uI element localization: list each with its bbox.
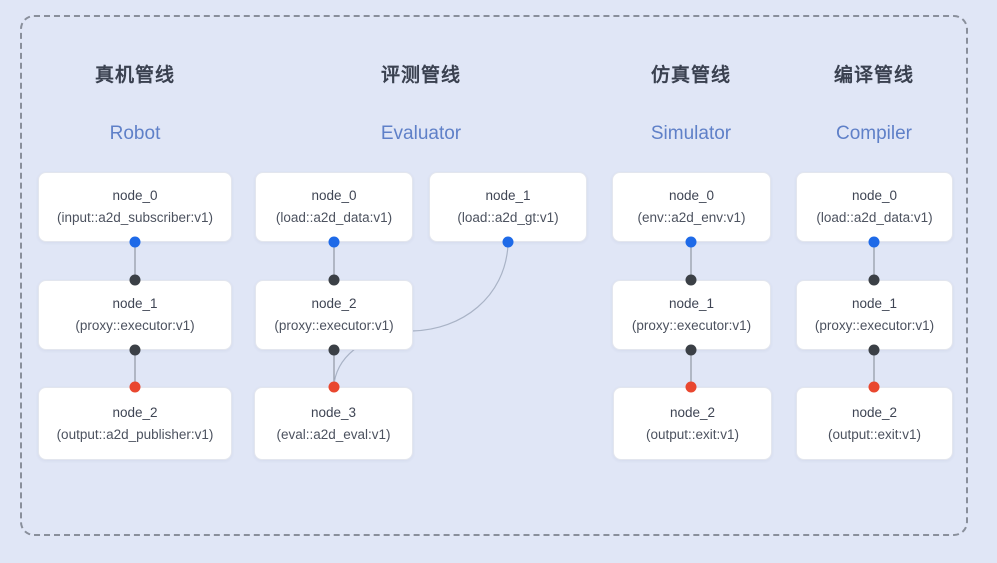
node-name: node_0 — [851, 188, 898, 203]
node-type: (proxy::executor:v1) — [75, 318, 195, 333]
pipeline-title-zh-simulator: 仿真管线 — [650, 65, 731, 86]
pipeline-title-en-compiler: Compiler — [835, 123, 913, 144]
node-simulator-1: node_1 (proxy::executor:v1) — [612, 280, 771, 350]
node-type: (proxy::executor:v1) — [274, 318, 394, 333]
input-port-dot-red — [129, 381, 141, 393]
pipeline-header-evaluator: 评测管线 Evaluator — [381, 60, 461, 145]
node-type: (input::a2d_subscriber:v1) — [56, 210, 214, 225]
node-name: node_2 — [112, 404, 158, 420]
node-evaluator-1: node_1 (load::a2d_gt:v1) — [429, 172, 587, 242]
output-port-dot-blue — [502, 236, 514, 248]
node-name: node_2 — [851, 404, 898, 420]
node-type: (env::a2d_env:v1) — [637, 210, 746, 225]
node-robot-2: node_2 (output::a2d_publisher:v1) — [38, 387, 232, 460]
node-robot-1: node_1 (proxy::executor:v1) — [38, 280, 232, 350]
node-name: node_3 — [310, 404, 357, 420]
node-name: node_0 — [668, 188, 715, 203]
node-type: (load::a2d_gt:v1) — [457, 210, 559, 225]
node-simulator-2: node_2 (output::exit:v1) — [613, 387, 772, 460]
input-port-dot-red — [868, 381, 880, 393]
node-evaluator-3: node_3 (eval::a2d_eval:v1) — [254, 387, 413, 460]
input-port-dot-black — [685, 274, 697, 286]
node-type: (proxy::executor:v1) — [814, 318, 935, 333]
dashed-border-frame — [20, 15, 968, 536]
pipeline-title-en-simulator: Simulator — [650, 123, 732, 144]
node-compiler-1: node_1 (proxy::executor:v1) — [796, 280, 953, 350]
input-port-dot-black — [868, 274, 880, 286]
pipeline-title-zh-compiler: 编译管线 — [833, 65, 915, 86]
node-name: node_2 — [311, 296, 357, 311]
input-port-dot-black — [328, 274, 340, 286]
node-compiler-0: node_0 (load::a2d_data:v1) — [796, 172, 953, 242]
node-type: (load::a2d_data:v1) — [275, 210, 393, 225]
node-name: node_1 — [668, 296, 715, 311]
node-evaluator-2: node_2 (proxy::executor:v1) — [255, 280, 413, 350]
output-port-dot-black — [129, 344, 141, 356]
node-evaluator-0: node_0 (load::a2d_data:v1) — [255, 172, 413, 242]
node-name: node_1 — [851, 296, 898, 311]
node-name: node_0 — [311, 188, 357, 203]
node-type: (output::a2d_publisher:v1) — [56, 426, 214, 442]
output-port-dot-blue — [129, 236, 141, 248]
output-port-dot-black — [328, 344, 340, 356]
node-type: (load::a2d_data:v1) — [816, 210, 933, 225]
output-port-dot-blue — [328, 236, 340, 248]
output-port-dot-blue — [868, 236, 880, 248]
pipeline-title-en-evaluator: Evaluator — [380, 123, 462, 144]
node-robot-0: node_0 (input::a2d_subscriber:v1) — [38, 172, 232, 242]
node-type: (output::exit:v1) — [827, 426, 922, 442]
node-compiler-2: node_2 (output::exit:v1) — [796, 387, 953, 460]
output-port-dot-black — [868, 344, 880, 356]
pipeline-title-zh-evaluator: 评测管线 — [380, 65, 461, 86]
input-port-dot-red — [328, 381, 340, 393]
node-name: node_1 — [485, 188, 531, 203]
pipeline-header-simulator: 仿真管线 Simulator — [651, 60, 731, 145]
pipeline-header-compiler: 编译管线 Compiler — [834, 60, 914, 145]
pipeline-header-robot: 真机管线 Robot — [95, 60, 175, 145]
output-port-dot-black — [685, 344, 697, 356]
input-port-dot-black — [129, 274, 141, 286]
node-type: (output::exit:v1) — [645, 426, 740, 442]
node-name: node_2 — [669, 404, 716, 420]
pipeline-title-en-robot: Robot — [109, 123, 161, 144]
output-port-dot-blue — [685, 236, 697, 248]
input-port-dot-red — [685, 381, 697, 393]
pipeline-title-zh-robot: 真机管线 — [94, 65, 176, 86]
node-type: (proxy::executor:v1) — [631, 318, 752, 333]
node-name: node_0 — [112, 188, 158, 203]
node-simulator-0: node_0 (env::a2d_env:v1) — [612, 172, 771, 242]
node-name: node_1 — [112, 296, 158, 311]
node-type: (eval::a2d_eval:v1) — [276, 426, 391, 442]
